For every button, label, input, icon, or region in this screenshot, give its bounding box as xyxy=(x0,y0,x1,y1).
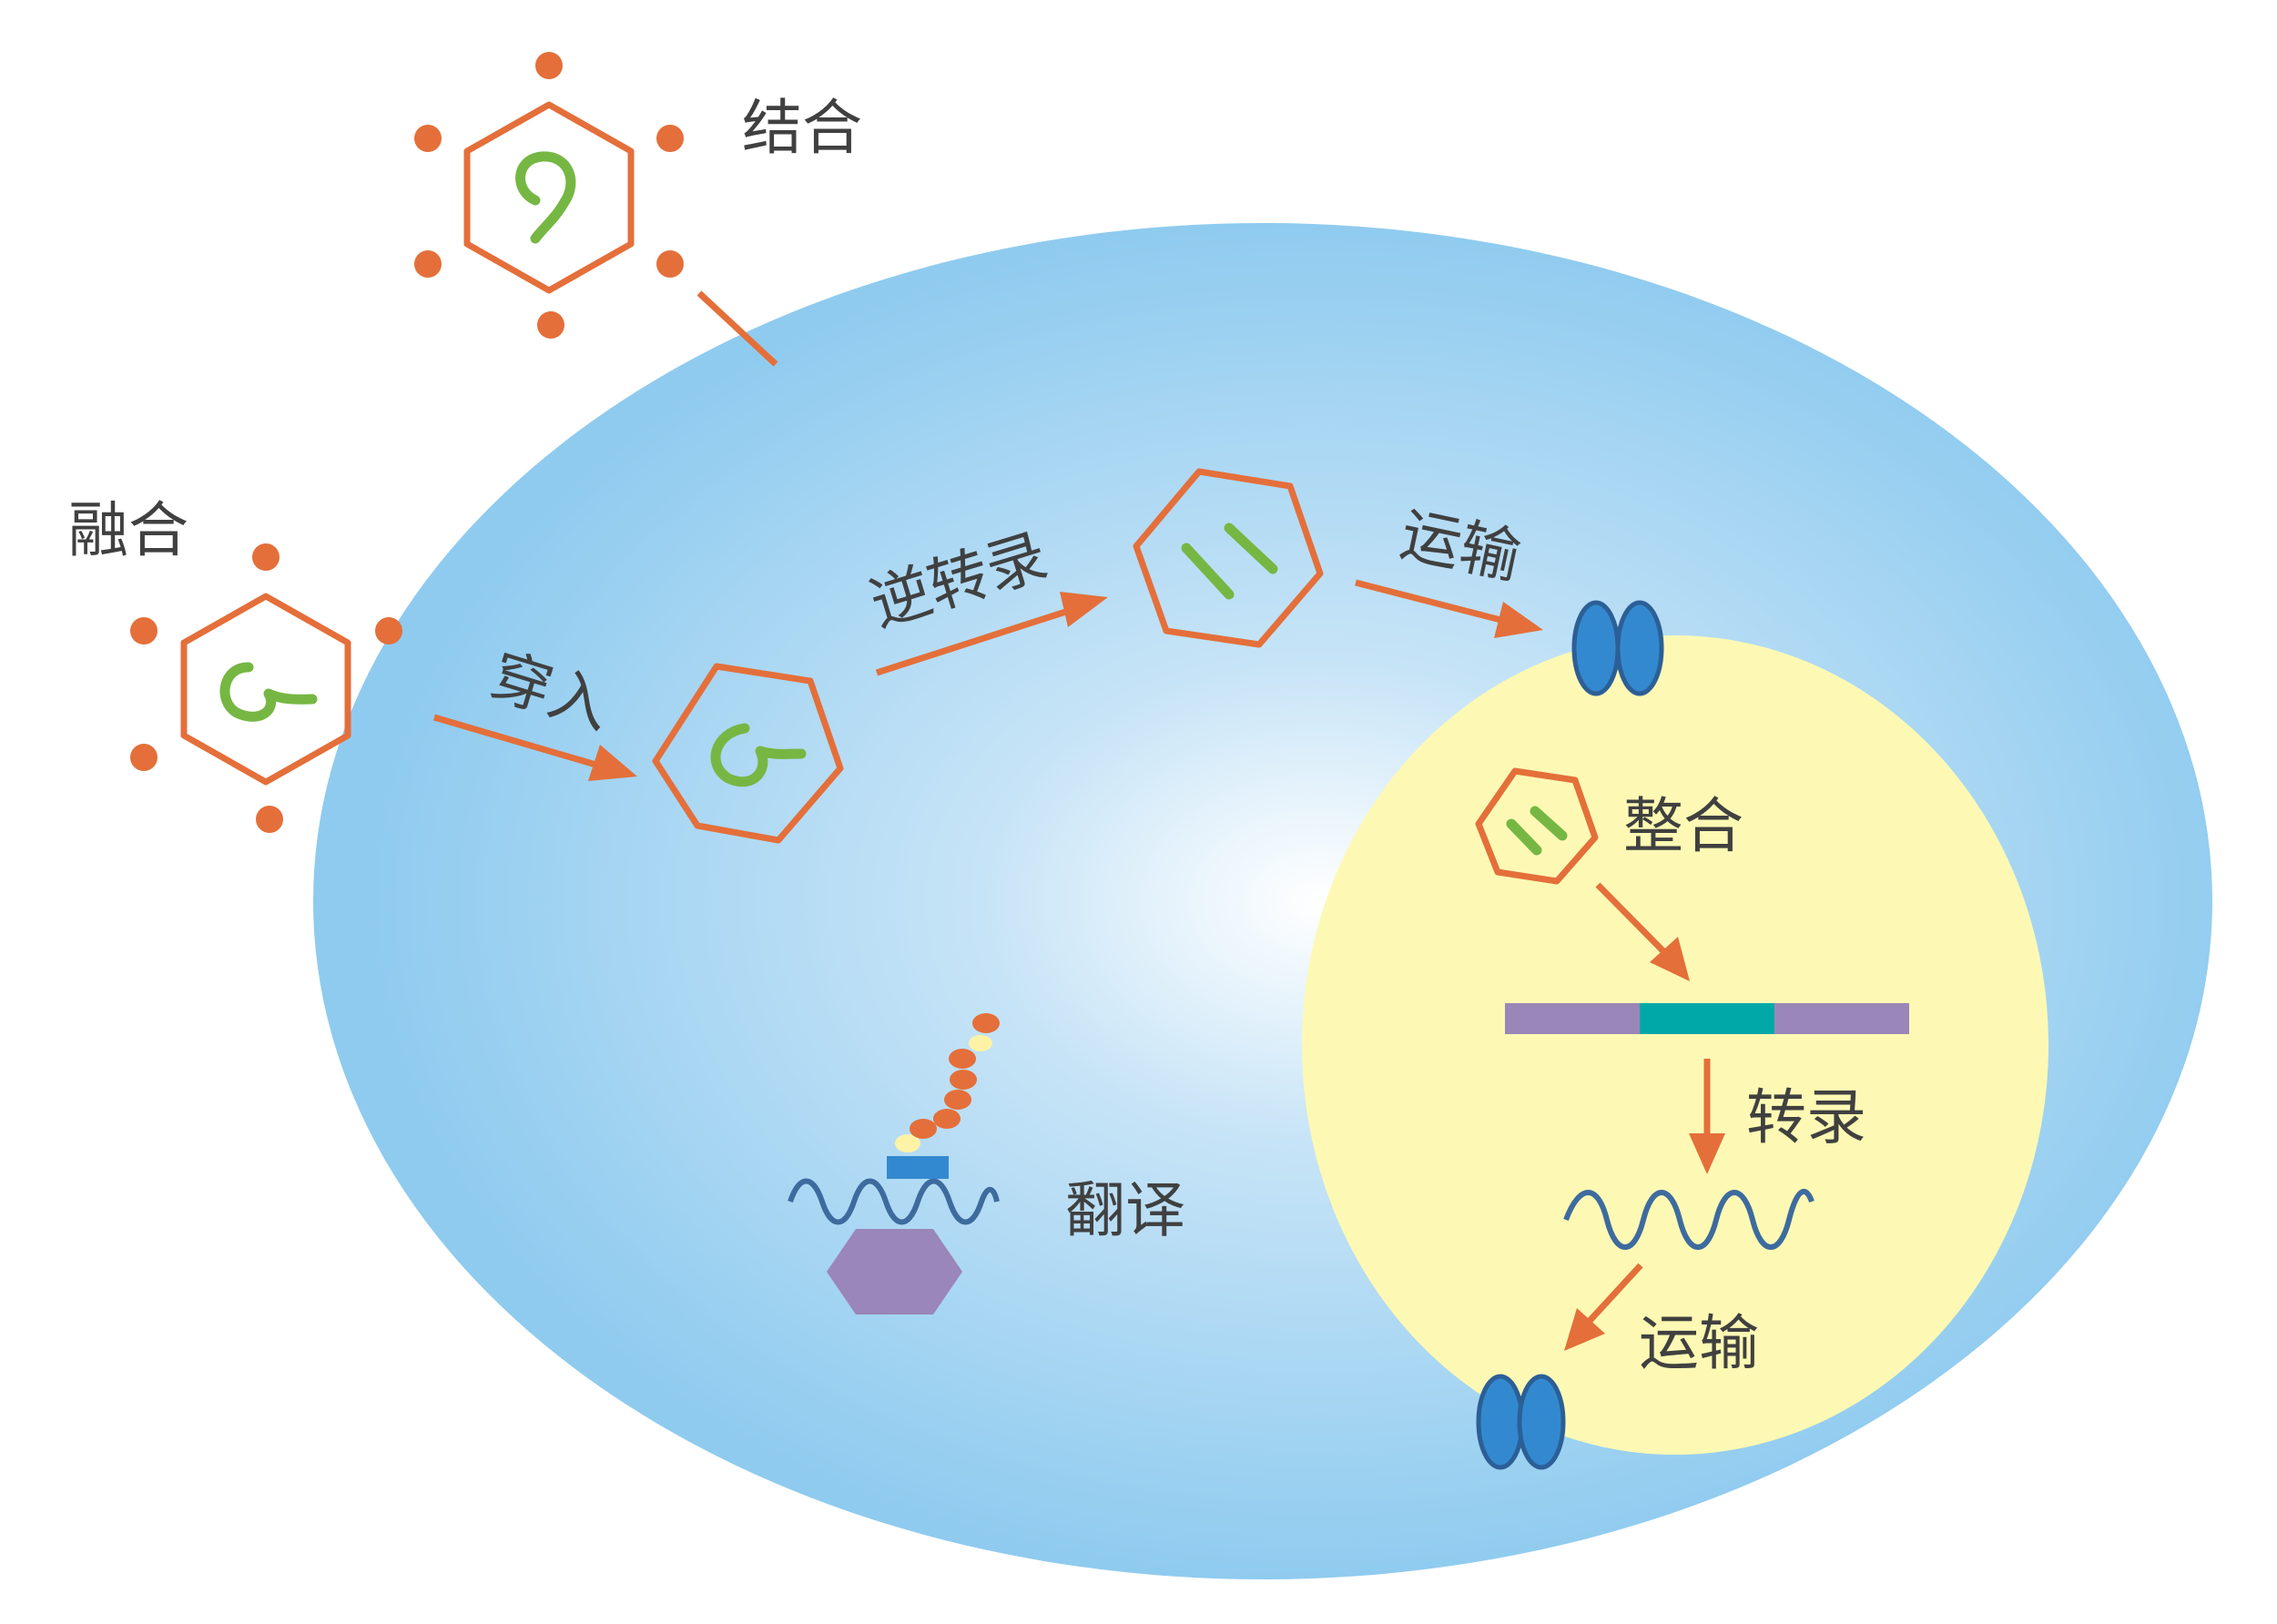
virus-integration xyxy=(1475,767,1599,885)
receptor-dot xyxy=(414,250,442,278)
amino-acid xyxy=(969,1035,992,1051)
virus-fusion xyxy=(130,543,402,833)
host-dna-segment xyxy=(1774,1003,1909,1034)
nuclear-pore-icon xyxy=(1476,1374,1566,1470)
amino-acid xyxy=(895,1134,920,1152)
virus-entered xyxy=(652,663,844,844)
hexagon-virus-icon xyxy=(463,101,635,294)
hexagon-virus-icon xyxy=(180,593,351,786)
amino-acid xyxy=(910,1119,937,1139)
trna-icon xyxy=(887,1156,949,1179)
receptor-dot xyxy=(130,744,158,771)
label-transcription: 转录 xyxy=(1746,1082,1866,1152)
dna-strand-icon xyxy=(1224,523,1278,574)
amino-acid xyxy=(949,1049,976,1069)
arrow-reverse-transcription xyxy=(875,592,1108,676)
arrowhead xyxy=(588,745,637,781)
translation-complex xyxy=(788,1013,1000,1314)
receptor-link xyxy=(696,290,778,367)
receptor-dot xyxy=(535,52,563,79)
mrna-icon xyxy=(788,1178,1000,1225)
amino-acid xyxy=(933,1109,961,1129)
host-dna-segment xyxy=(1505,1003,1640,1034)
virus-binding xyxy=(414,52,778,367)
arrowhead xyxy=(1494,602,1543,638)
arrowhead xyxy=(1650,937,1690,981)
amino-acid xyxy=(944,1090,971,1110)
label-translation: 翻译 xyxy=(1065,1175,1185,1245)
host-dna xyxy=(1505,1003,1909,1034)
amino-acid xyxy=(950,1070,977,1090)
receptor-dot xyxy=(537,311,564,339)
dna-strand-icon xyxy=(1530,806,1568,841)
rna-coil-icon xyxy=(219,662,318,722)
hexagon-virus-icon xyxy=(1133,468,1324,648)
dna-strand-icon xyxy=(1506,818,1542,856)
arrow-entry xyxy=(433,714,637,781)
mrna-icon xyxy=(1563,1189,1814,1250)
nucleus xyxy=(1302,635,2048,1455)
ribosome-icon xyxy=(827,1229,962,1314)
receptor-dot xyxy=(375,617,402,645)
hexagon-virus-icon xyxy=(1475,767,1599,885)
label-integration: 整合 xyxy=(1623,791,1743,861)
receptor-dot xyxy=(252,543,280,571)
nuclear-pore-icon xyxy=(1571,600,1664,696)
dna-strand-icon xyxy=(1181,543,1235,600)
arrow-transport-1 xyxy=(1355,579,1543,638)
arrowhead xyxy=(1689,1133,1725,1174)
hexagon-virus-icon xyxy=(652,663,844,844)
receptor-dot xyxy=(414,125,442,152)
label-binding: 结合 xyxy=(742,93,862,163)
receptor-dot xyxy=(656,250,684,278)
arrowhead xyxy=(1060,592,1108,627)
label-fusion: 融合 xyxy=(68,495,188,565)
receptor-dot xyxy=(130,617,158,645)
receptor-dot xyxy=(656,125,684,152)
provirus-segment xyxy=(1640,1003,1774,1034)
arrow-transcription xyxy=(1689,1059,1725,1174)
arrowhead xyxy=(1564,1308,1605,1351)
rna-coil-icon xyxy=(515,151,576,244)
virus-reverse-transcribed xyxy=(1133,468,1324,648)
amino-acid xyxy=(972,1013,1000,1033)
arrow-integration xyxy=(1595,882,1690,981)
label-transport-2: 运输 xyxy=(1639,1308,1759,1378)
receptor-dot xyxy=(256,806,283,833)
arrow-transport-2 xyxy=(1564,1263,1643,1351)
rna-coil-icon xyxy=(710,723,807,787)
